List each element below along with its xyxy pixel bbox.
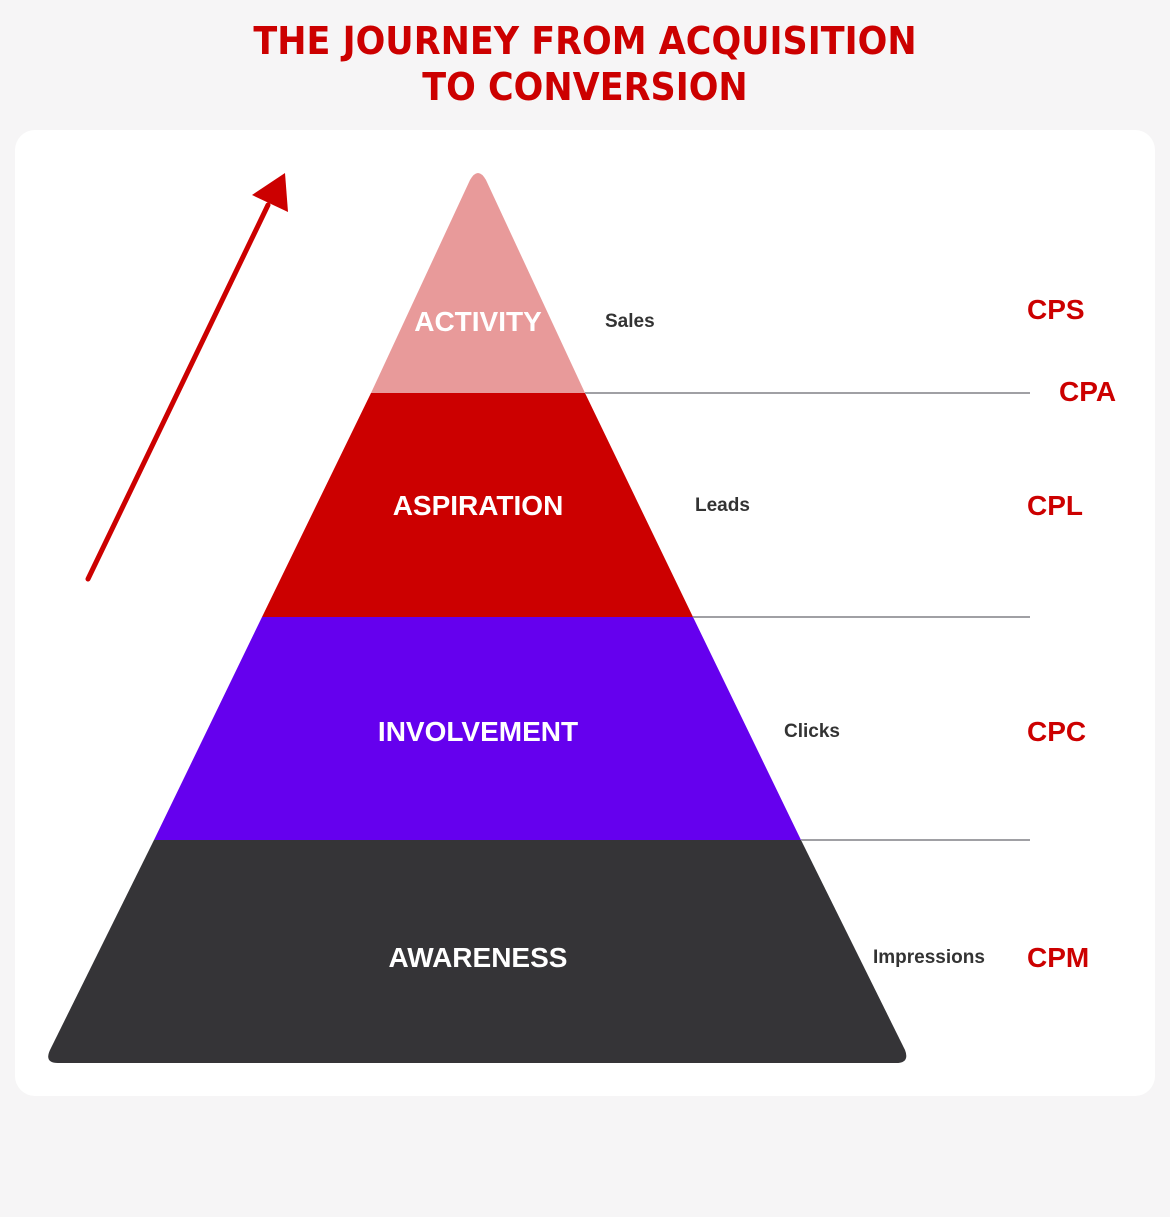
layer-involvement	[154, 617, 801, 840]
layer-label-aspiration: ASPIRATION	[393, 490, 564, 521]
metric-leads: Leads	[695, 495, 750, 516]
metric-clicks: Clicks	[784, 721, 840, 742]
layer-awareness	[48, 840, 907, 1063]
title-line-1: THE JOURNEY FROM ACQUISITION	[253, 19, 917, 63]
cost-cpm: CPM	[1027, 942, 1089, 973]
metric-impressions: Impressions	[873, 947, 985, 968]
cost-cpl: CPL	[1027, 490, 1083, 521]
upward-arrow-icon	[85, 173, 288, 582]
layer-label-activity: ACTIVITY	[414, 306, 542, 337]
page-title: THE JOURNEY FROM ACQUISITION TO CONVERSI…	[47, 18, 1123, 110]
layer-aspiration	[262, 393, 693, 617]
layer-label-involvement: INVOLVEMENT	[378, 716, 578, 747]
title-line-2: TO CONVERSION	[422, 65, 748, 109]
cost-cpa: CPA	[1059, 376, 1116, 407]
cost-cps: CPS	[1027, 294, 1085, 325]
cost-cpc: CPC	[1027, 716, 1086, 747]
layer-activity	[371, 173, 585, 393]
layer-label-awareness: AWARENESS	[389, 942, 568, 973]
metric-sales: Sales	[605, 311, 655, 332]
